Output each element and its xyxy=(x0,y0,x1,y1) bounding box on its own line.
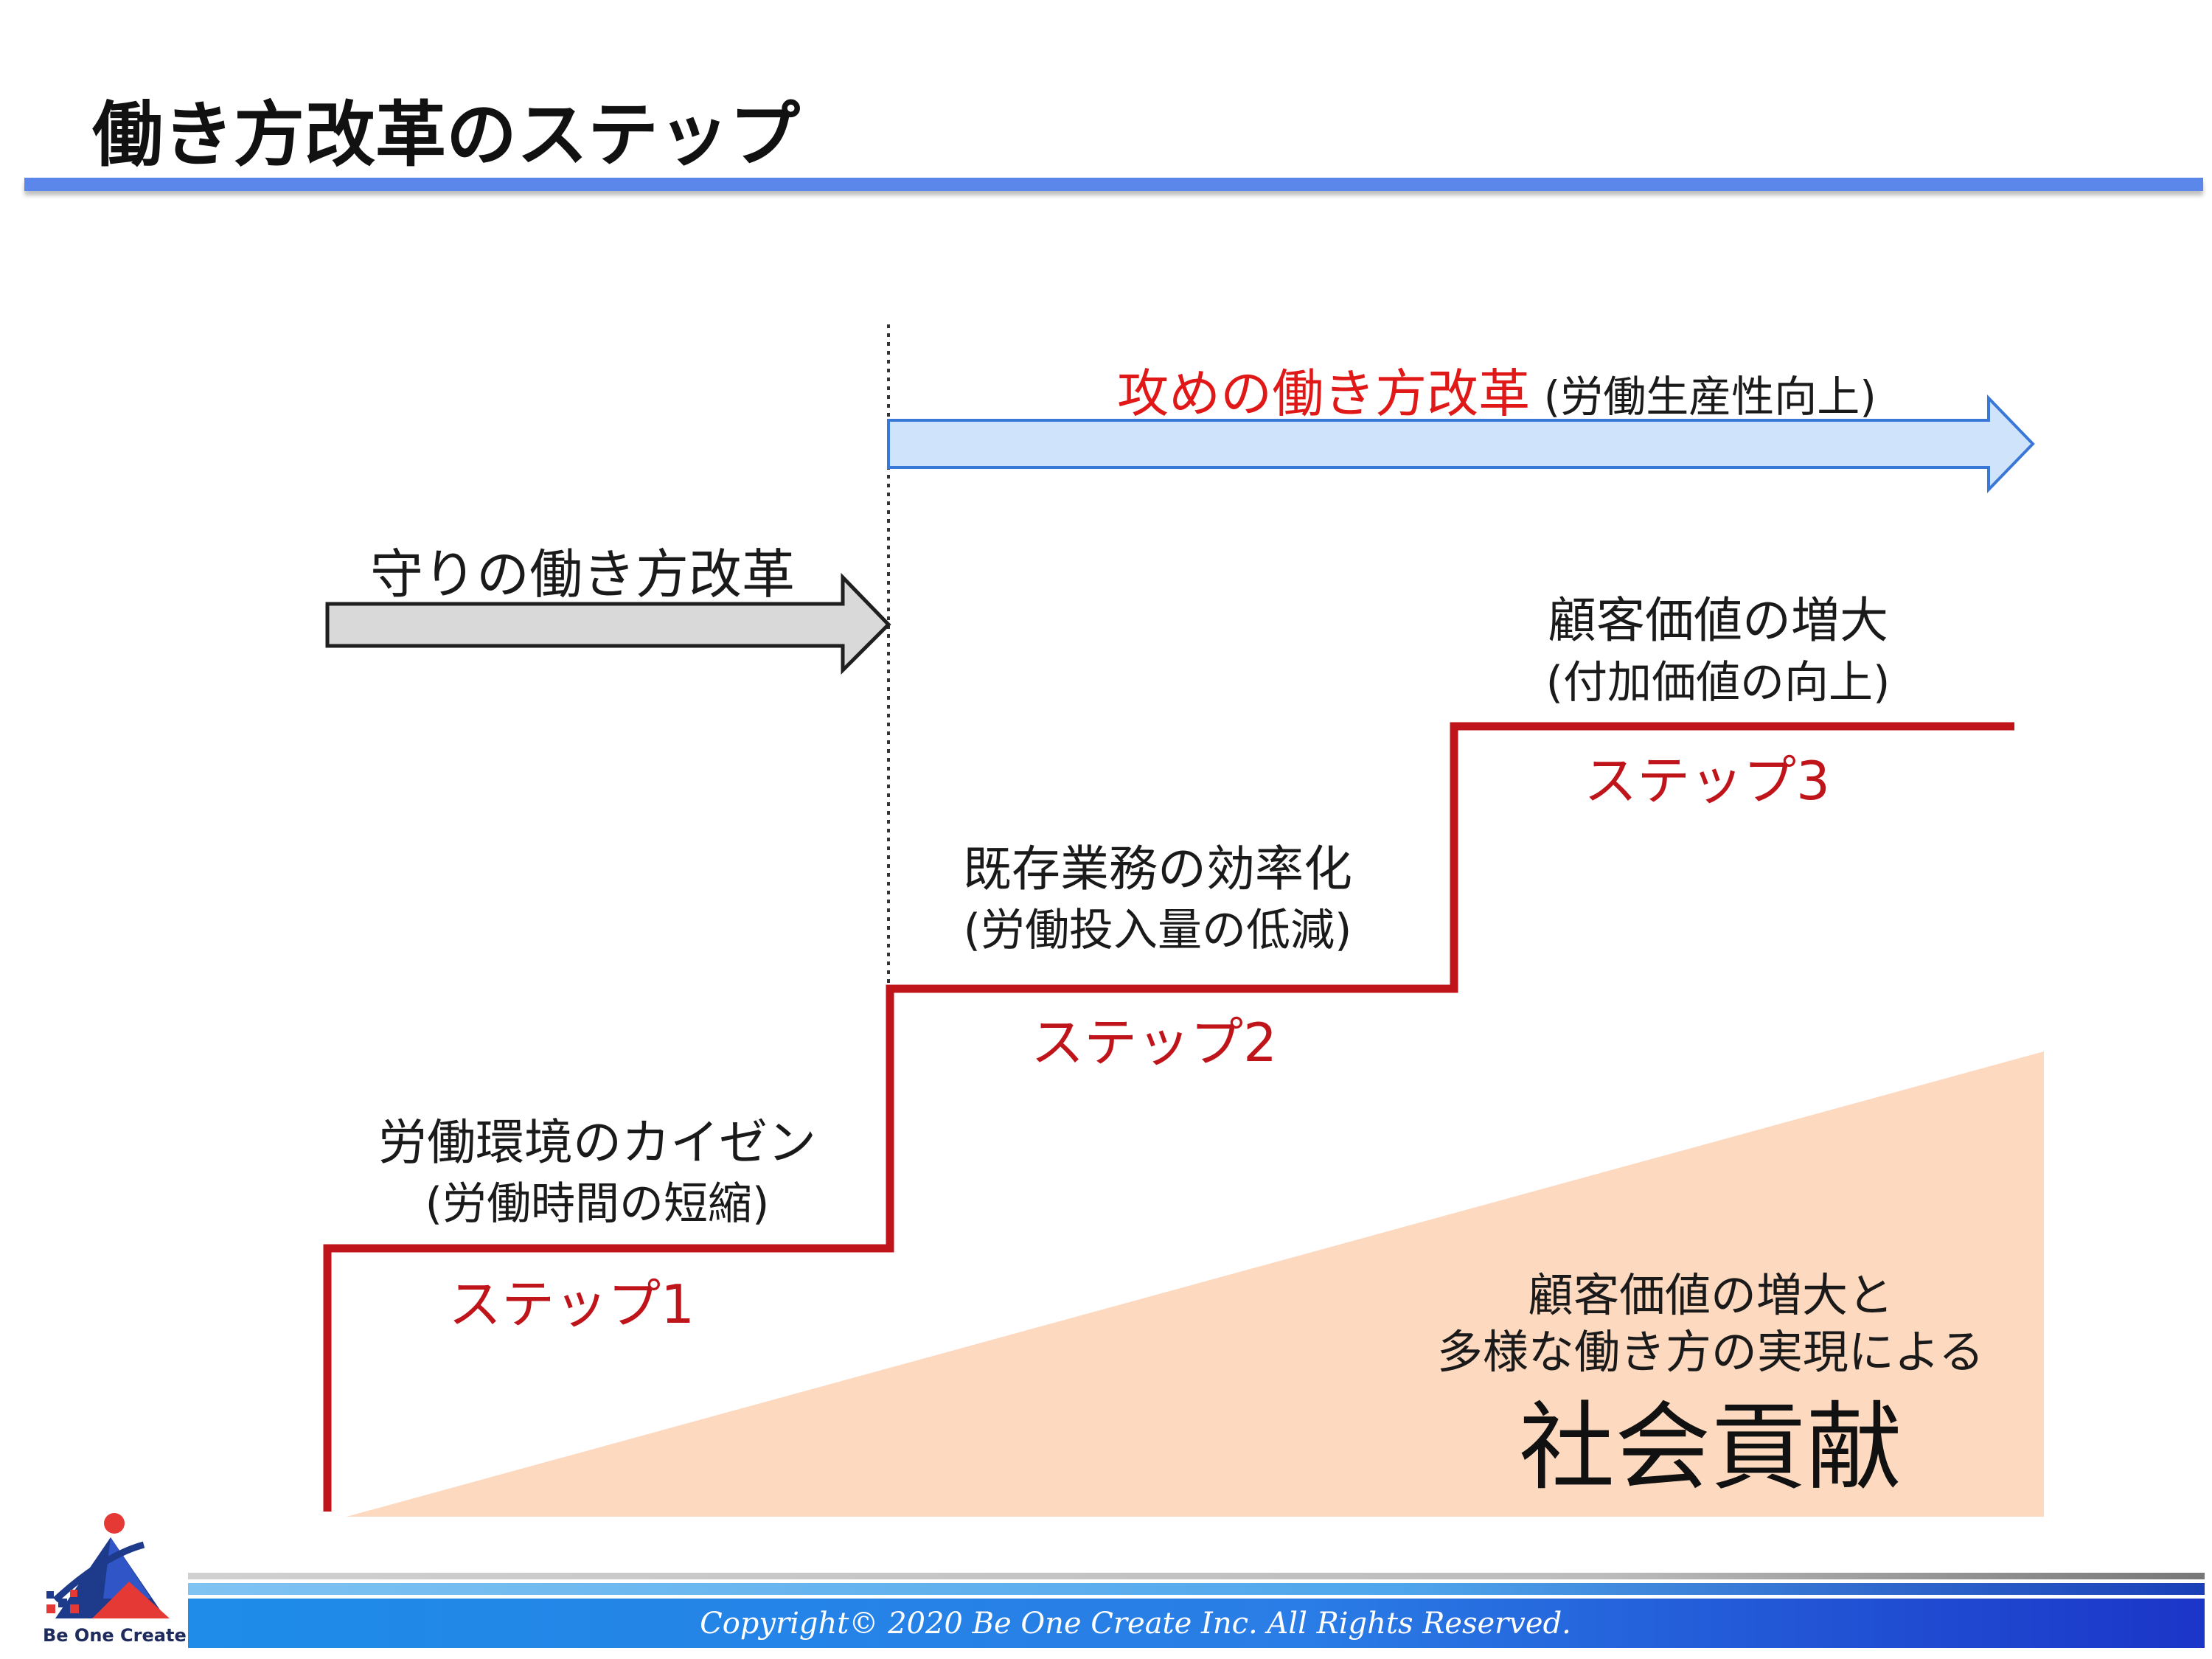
offensive-arrow xyxy=(887,394,2035,493)
step3-label: ステップ3 xyxy=(1584,750,1830,812)
contribution-line2: 多様な働き方の実現による xyxy=(1436,1325,1985,1379)
step1-label: ステップ1 xyxy=(448,1273,695,1335)
offensive-reform-title: 攻めの働き方改革 xyxy=(1117,364,1531,424)
company-logo-icon xyxy=(46,1513,170,1618)
step1-sub: (労働時間の短縮) xyxy=(425,1178,770,1230)
contribution-triangle xyxy=(347,1051,2044,1517)
step2-heading: 既存業務の効率化 xyxy=(963,841,1352,897)
offensive-reform-note: (労働生産性向上) xyxy=(1530,372,1877,422)
step2-sub: (労働投入量の低減) xyxy=(963,905,1352,956)
footer-stripe-gray xyxy=(188,1573,2205,1579)
logo-text: Be One Create xyxy=(43,1625,187,1646)
step-staircase xyxy=(323,722,2014,1512)
page-title: 働き方改革のステップ xyxy=(92,94,800,176)
copyright-text: Copyright© 2020 Be One Create Inc. All R… xyxy=(700,1607,1571,1641)
offensive-reform-label: 攻めの働き方改革 (労働生産性向上) xyxy=(1018,352,1976,427)
footer-band xyxy=(188,1599,2205,1648)
defensive-arrow xyxy=(325,572,891,675)
footer-stripe-blue xyxy=(188,1583,2205,1595)
step2-label: ステップ2 xyxy=(1031,1012,1277,1074)
title-underline xyxy=(24,178,2203,191)
step1-heading: 労働環境のカイゼン xyxy=(378,1114,816,1171)
contribution-line1: 顧客価値の増大と xyxy=(1527,1268,1893,1322)
contribution-main: 社会貢献 xyxy=(1518,1391,1902,1503)
defensive-reform-label: 守りの働き方改革 xyxy=(369,543,795,605)
step3-sub: (付加価値の向上) xyxy=(1545,657,1891,709)
step3-heading: 顧客価値の増大 xyxy=(1548,592,1888,649)
